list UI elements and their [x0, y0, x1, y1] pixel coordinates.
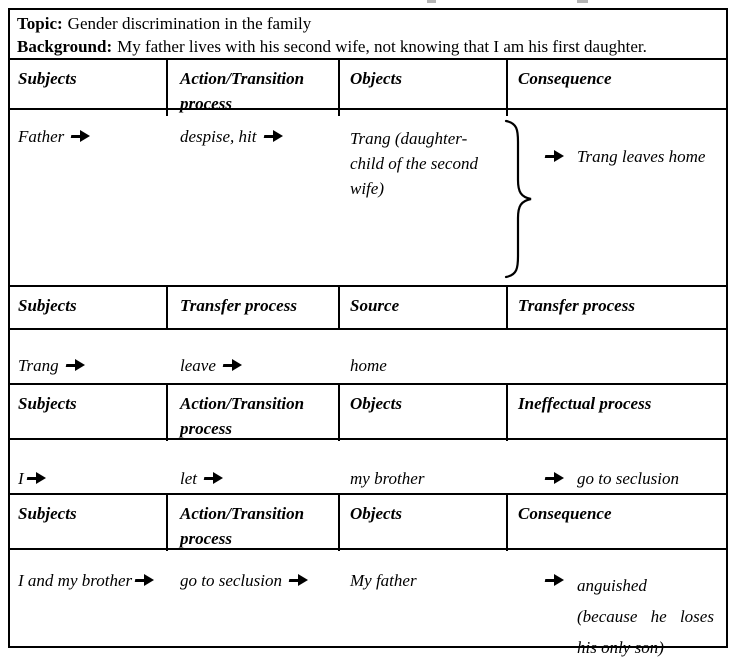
right-arrow-icon [544, 574, 564, 587]
object-text: my brother [350, 469, 425, 488]
right-arrow-icon [222, 359, 242, 372]
header-cell-subjects: Subjects [10, 287, 168, 328]
header-cell-action-transition: Action/Transition process [168, 385, 340, 441]
header-cell-subjects: Subjects [10, 385, 168, 441]
header-cell-objects: Objects [340, 385, 508, 441]
subject-text: I and my brother [18, 571, 133, 590]
object-text: My father [350, 571, 417, 590]
background-row: Background:My father lives with his seco… [10, 35, 726, 58]
data-row-3: I let my brother go to seclusion [10, 440, 726, 495]
header-cell-consequence: Consequence [518, 69, 612, 88]
right-arrow-icon [288, 574, 308, 587]
right-arrow-icon [544, 472, 564, 485]
header-cell-subjects: Subjects [10, 495, 168, 551]
right-arrow-icon [26, 472, 46, 485]
scan-artifact [427, 0, 436, 3]
header-cell-ineffectual-process: Ineffectual process [518, 394, 652, 413]
object-text-line2: child of the second [350, 154, 478, 173]
topic-background-block: Topic:Gender discrimination in the famil… [10, 10, 726, 60]
ineffectual-process-text: go to seclusion [577, 469, 679, 488]
action-cell: leave [168, 330, 340, 383]
right-arrow-icon [263, 130, 283, 143]
right-curly-brace-icon [504, 119, 532, 279]
action-text: let [180, 469, 197, 488]
subject-cell: I [10, 440, 168, 493]
consequence-text-block: anguished (because he loses his only son… [577, 570, 719, 663]
action-cell: despise, hit [168, 110, 340, 285]
object-text-line1: Trang (daughter- [350, 129, 468, 148]
subject-text: Father [18, 127, 65, 146]
header-cell-objects: Objects [340, 60, 508, 116]
empty-cell [508, 330, 726, 383]
header-cell-subjects: Subjects [10, 60, 168, 116]
header-row-3: Subjects Action/Transition process Objec… [10, 385, 726, 441]
object-cell: my brother [340, 440, 508, 493]
right-arrow-icon [70, 130, 91, 143]
consequence-text: Trang leaves home [577, 147, 706, 166]
header-cell-consequence: Consequence [518, 504, 612, 523]
header-cell-action-transition: Action/Transition process [168, 495, 340, 551]
source-text: home [350, 356, 387, 375]
header-cell-transfer-process: Transfer process [518, 296, 635, 315]
action-text: go to seclusion [180, 571, 282, 590]
subject-text: I [18, 469, 24, 488]
right-arrow-icon [134, 574, 155, 587]
background-text: My father lives with his second wife, no… [117, 37, 647, 56]
header-row-4: Subjects Action/Transition process Objec… [10, 495, 726, 551]
topic-text: Gender discrimination in the family [67, 14, 312, 33]
background-label: Background: [17, 37, 113, 56]
header-cell-objects: Objects [340, 495, 508, 551]
consequence-line3: his only son) [577, 638, 664, 657]
action-cell: go to seclusion [168, 550, 340, 663]
header-cell-action-transition: Action/Transition process [168, 60, 340, 116]
right-arrow-icon [65, 359, 85, 372]
consequence-cell: Trang leaves home [508, 110, 726, 285]
scan-artifact [577, 0, 588, 3]
data-row-2: Trang leave home [10, 330, 726, 385]
subject-cell: Trang [10, 330, 168, 383]
subject-cell: Father [10, 110, 168, 285]
subject-text: Trang [18, 356, 59, 375]
object-cell: Trang (daughter- child of the second wif… [340, 110, 508, 285]
ineffectual-process-cell: go to seclusion [508, 440, 726, 493]
action-cell: let [168, 440, 340, 493]
consequence-line2: (because he loses [577, 607, 714, 626]
data-row-4: I and my brother go to seclusion My fath… [10, 550, 726, 657]
object-text-line3: wife) [350, 179, 384, 198]
topic-label: Topic: [17, 14, 63, 33]
header-row-1: Subjects Action/Transition process Objec… [10, 60, 726, 116]
action-text: despise, hit [180, 127, 257, 146]
header-cell-source: Source [340, 287, 508, 328]
consequence-cell: anguished (because he loses his only son… [508, 550, 726, 663]
object-cell: My father [340, 550, 508, 663]
right-arrow-icon [544, 150, 564, 163]
right-arrow-icon [203, 472, 223, 485]
header-cell-transfer-process: Transfer process [168, 287, 340, 328]
consequence-line1: anguished [577, 576, 647, 595]
source-cell: home [340, 330, 508, 383]
action-text: leave [180, 356, 216, 375]
topic-row: Topic:Gender discrimination in the famil… [10, 12, 726, 35]
header-row-2: Subjects Transfer process Source Transfe… [10, 287, 726, 330]
data-row-1: Father despise, hit Trang (daughter- chi… [10, 110, 726, 287]
subject-cell: I and my brother [10, 550, 168, 663]
transitivity-analysis-table: Topic:Gender discrimination in the famil… [8, 8, 728, 657]
